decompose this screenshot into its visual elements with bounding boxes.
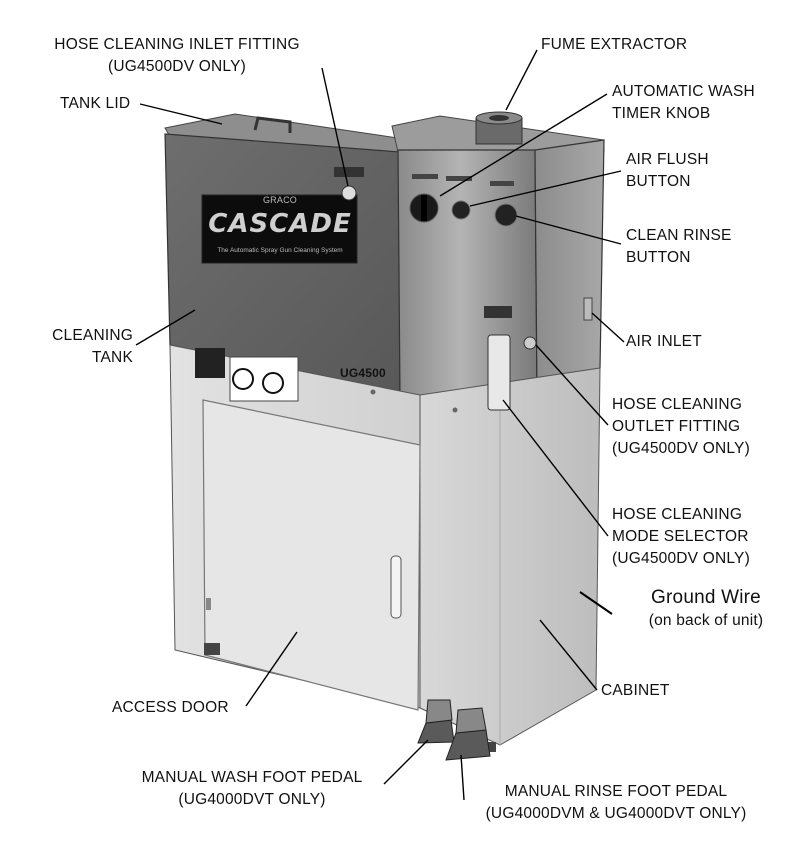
controls — [334, 167, 593, 411]
label-hose-inlet-fitting: HOSE CLEANING INLET FITTING(UG4500DV ONL… — [54, 36, 300, 75]
warning-decal — [195, 348, 225, 378]
model-badge: UG4500 — [340, 366, 386, 380]
leader-cabinet — [539, 619, 598, 691]
air-flush-button — [451, 200, 471, 220]
leader-hose-inlet — [321, 67, 349, 187]
mode-selector — [487, 334, 511, 411]
label-manual-rinse-pedal: MANUAL RINSE FOOT PEDAL(UG4000DVM & UG40… — [485, 783, 747, 822]
label-tank-lid: TANK LID — [60, 95, 131, 112]
leader-timer-knob — [439, 93, 608, 197]
leader-ground-wire — [579, 591, 613, 615]
leader-air-flush — [469, 170, 622, 207]
label-fume-extractor: FUME EXTRACTOR — [541, 36, 688, 53]
leader-air-inlet — [591, 312, 625, 343]
fume-extractor — [475, 111, 523, 145]
leader-mode-selector — [502, 399, 609, 537]
leader-cleaning-tank — [135, 309, 196, 346]
door-handle — [390, 555, 402, 619]
hose-outlet-fitting — [523, 336, 537, 350]
air-inlet-fitting — [583, 297, 593, 321]
clean-rinse-button — [494, 203, 518, 227]
leader-clean-rinse — [515, 215, 622, 245]
foot-pedals — [417, 699, 491, 761]
leader-wash-pedal — [383, 739, 429, 785]
label-manual-wash-pedal: MANUAL WASH FOOT PEDAL(UG4000DVT ONLY) — [141, 769, 363, 808]
leader-lines — [135, 49, 625, 801]
label-air-inlet: AIR INLET — [626, 333, 702, 350]
label-access-door: ACCESS DOOR — [112, 699, 229, 716]
leader-hose-outlet — [535, 344, 609, 426]
tank-window — [201, 194, 358, 264]
leader-tank-lid — [139, 103, 223, 125]
leader-rinse-pedal — [460, 754, 465, 801]
hose-inlet-fitting — [341, 185, 357, 201]
brand-tagline: The Automatic Spray Gun Cleaning System — [217, 247, 343, 254]
leader-fume-extractor — [505, 49, 538, 111]
brand-logo: CASCADE — [208, 209, 352, 239]
label-ground-wire: Ground Wire(on back of unit) — [648, 587, 764, 629]
access-door — [202, 399, 421, 711]
label-cabinet: CABINET — [601, 682, 670, 699]
cleaning-tank — [164, 133, 401, 396]
leader-access-door — [245, 631, 298, 707]
brand-top: GRACO — [262, 195, 297, 205]
